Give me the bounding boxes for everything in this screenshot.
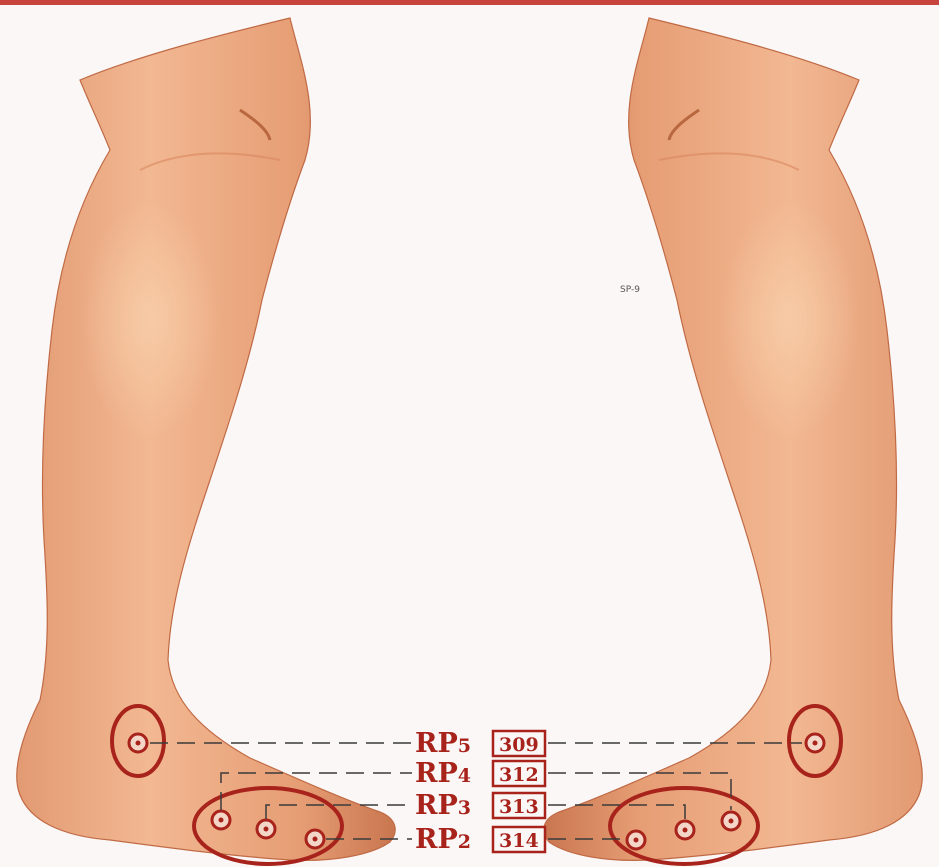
point-right-rp3 [676,821,694,839]
svg-text:313: 313 [499,796,539,818]
point-left-rp4 [212,811,230,829]
margin-mark: SP-9 [620,285,640,295]
svg-text:309: 309 [499,734,539,756]
point-labels: RP5 309 RP4 312 RP3 313 RP2 314 [412,728,545,855]
label-rp4: RP4 312 [412,758,545,789]
svg-text:312: 312 [499,764,539,786]
point-left-rp5 [129,734,147,752]
point-right-rp2 [627,831,645,849]
left-leg [17,18,395,860]
label-rp3: RP3 313 [412,790,545,821]
point-right-rp4 [722,812,740,830]
label-rp2: RP2 314 [412,824,545,855]
svg-text:314: 314 [499,830,539,852]
right-leg [544,18,922,860]
point-left-rp3 [257,820,275,838]
point-left-rp2 [306,830,324,848]
point-right-rp5 [806,734,824,752]
label-rp5: RP5 309 [412,728,545,759]
